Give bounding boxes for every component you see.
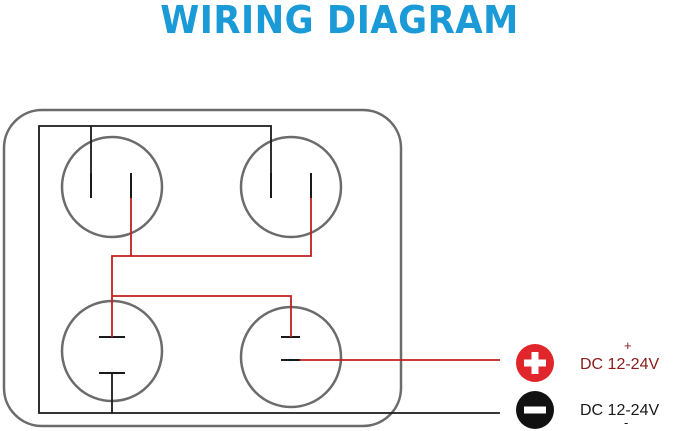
ground-wire	[38, 125, 500, 414]
switch-panel	[2, 108, 403, 428]
negative-supply-label: DC 12-24V	[580, 402, 660, 419]
positive-sign-mark: +	[624, 338, 632, 353]
plus-circle-icon	[516, 344, 554, 382]
minus-circle-icon	[516, 391, 554, 429]
positive-wire	[111, 198, 500, 361]
negative-sign-mark: -	[624, 415, 629, 430]
switch-top-left	[60, 135, 164, 239]
diagram-title: WIRING DIAGRAM	[160, 0, 519, 42]
switch-top-right	[239, 135, 343, 239]
positive-supply-label: DC 12-24V	[580, 356, 660, 373]
